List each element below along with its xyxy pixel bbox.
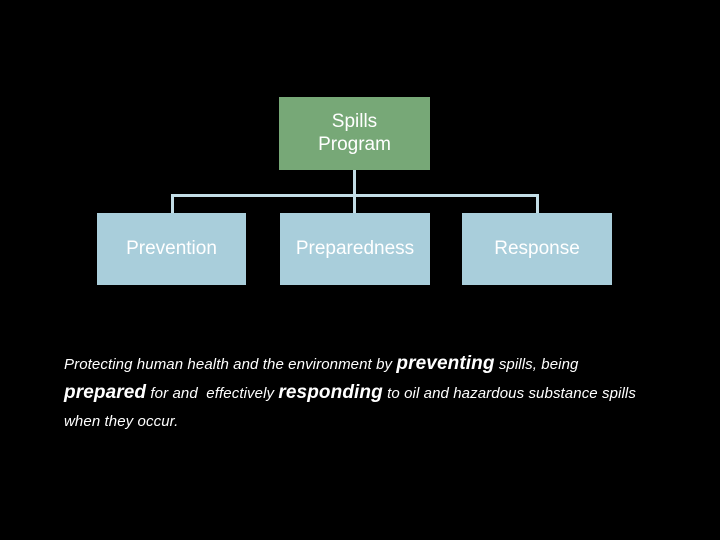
caption-segment-4: for and effectively [146,385,279,402]
connector-root-stem [353,170,356,197]
mission-statement-caption: Protecting human health and the environm… [64,350,664,436]
org-node-prevention[interactable]: Prevention [97,213,246,285]
caption-segment-0: Protecting human health and the environm… [64,356,397,373]
caption-segment-5: responding [278,382,383,403]
connector-drop-response [536,194,539,214]
org-node-root-label-line2: Program [318,133,391,155]
caption-segment-1: preventing [396,353,495,374]
connector-drop-preparedness [353,194,356,214]
caption-segment-3: prepared [64,382,147,403]
org-node-preparedness-label: Preparedness [295,237,415,259]
connector-drop-prevention [171,194,174,214]
caption-segment-2: spills, being [494,356,583,373]
org-node-response[interactable]: Response [462,213,612,285]
org-node-response-label: Response [494,237,580,259]
org-node-root-label-line1: Spills [331,111,378,133]
org-node-preparedness[interactable]: Preparedness [280,213,430,285]
org-node-prevention-label: Prevention [126,237,217,259]
caption-segment-6: to oil and hazardous substance spills wh… [64,385,641,430]
